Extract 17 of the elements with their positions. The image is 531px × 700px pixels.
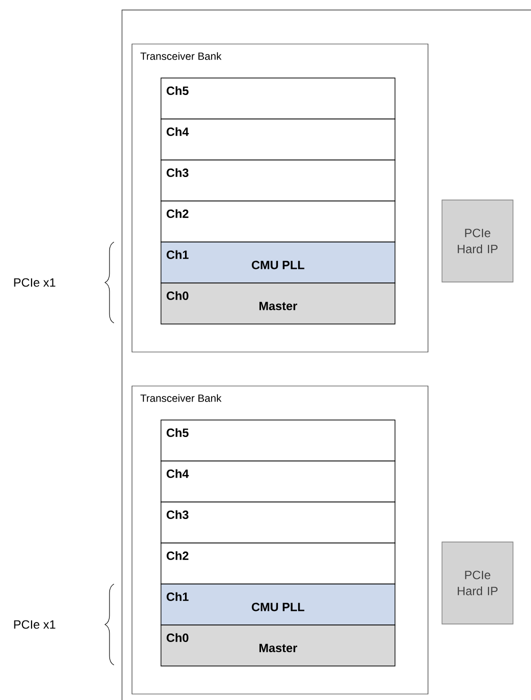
group-label: PCIe x1 bbox=[14, 620, 56, 629]
group-label: PCIe x1 bbox=[14, 278, 56, 287]
hard-ip-block: PCIe Hard IP bbox=[442, 200, 514, 282]
channel-row: Ch1 CMU PLL bbox=[160, 584, 396, 626]
channel-row: Ch3 bbox=[160, 160, 396, 202]
channel-row: Ch4 bbox=[160, 460, 396, 502]
hard-ip-block: PCIe Hard IP bbox=[442, 542, 514, 624]
channel-row: Ch3 bbox=[160, 502, 396, 544]
channel-row: Ch5 bbox=[160, 78, 396, 120]
channel-row: Ch0 Master bbox=[160, 282, 396, 324]
device-outline bbox=[122, 10, 531, 700]
channel-row: Ch2 bbox=[160, 200, 396, 242]
channel-row: Ch4 bbox=[160, 118, 396, 160]
channel-row: Ch1 CMU PLL bbox=[160, 242, 396, 284]
channel-row: Ch5 bbox=[160, 420, 396, 462]
channel-row: Ch2 bbox=[160, 542, 396, 584]
channel-row: Ch0 Master bbox=[160, 624, 396, 666]
